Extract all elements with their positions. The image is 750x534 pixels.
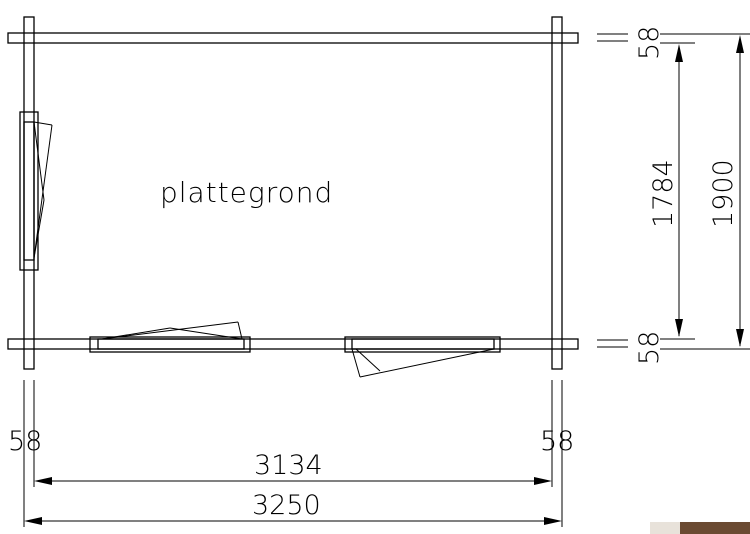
horizontal-dimensions	[23, 380, 563, 527]
dim-top-58: 58	[634, 26, 665, 60]
top-wall	[7, 32, 579, 44]
dim-right-58: 58	[540, 426, 574, 457]
dim-outer-depth: 1900	[708, 159, 739, 228]
bottom-left-window	[89, 321, 251, 353]
dim-inner-depth: 1784	[648, 159, 679, 228]
left-post	[23, 16, 35, 370]
right-post	[551, 16, 563, 370]
left-window	[19, 111, 53, 271]
dim-outer-width: 3250	[252, 490, 321, 521]
photo-corner-fragment	[650, 522, 750, 534]
dim-left-58: 58	[8, 426, 42, 457]
plan-title: plattegrond	[160, 176, 333, 209]
vertical-dimensions	[597, 33, 750, 350]
dim-bottom-58: 58	[634, 331, 665, 365]
bottom-wall	[7, 338, 579, 350]
bottom-right-window	[344, 336, 501, 378]
dim-inner-width: 3134	[254, 450, 323, 481]
